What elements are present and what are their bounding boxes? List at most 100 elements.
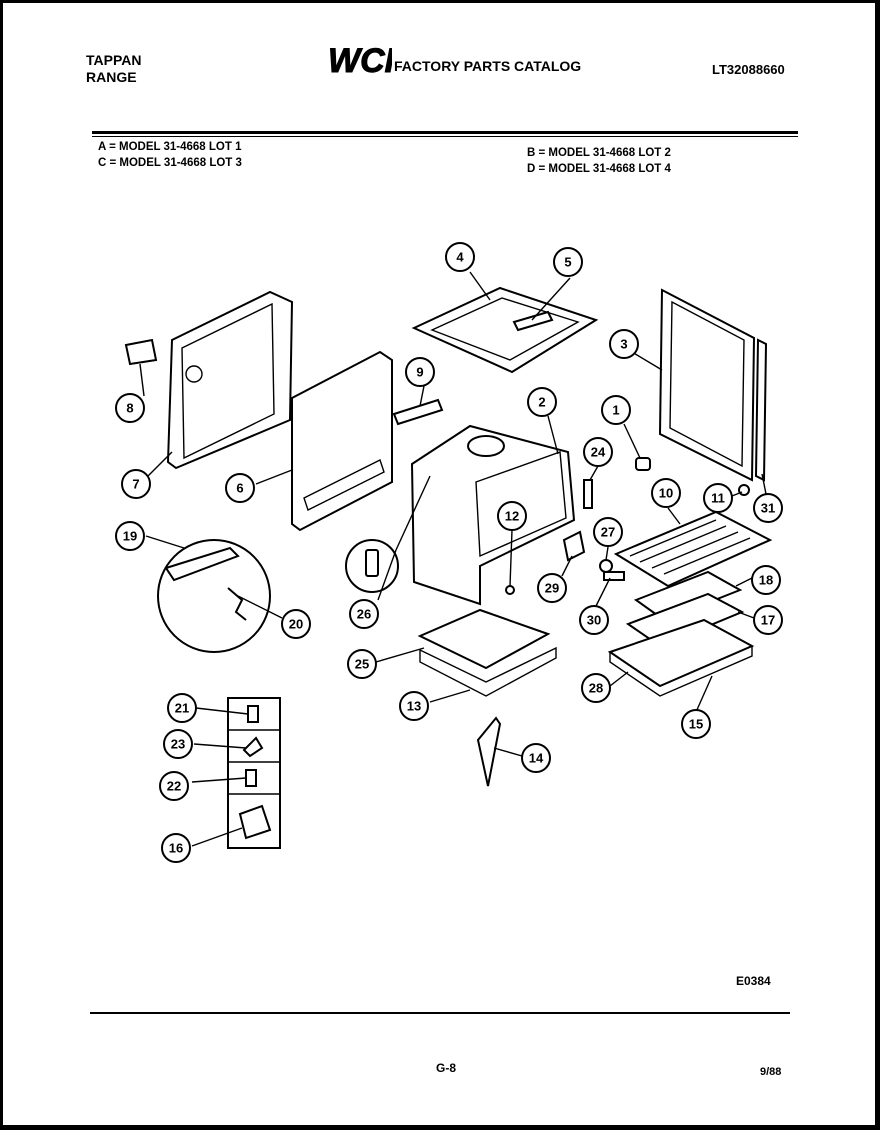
part-15-edge <box>609 646 753 697</box>
part-21-shape <box>247 705 259 723</box>
brand-block: TAPPAN RANGE <box>86 52 141 86</box>
part-22-shape <box>245 769 257 787</box>
svg-text:7: 7 <box>132 477 139 492</box>
part-14-shape <box>476 716 502 787</box>
callout-6: 6 <box>225 473 255 503</box>
callout-30: 30 <box>579 605 609 635</box>
callout-29: 29 <box>537 573 567 603</box>
part-7-inner <box>181 302 275 460</box>
svg-text:22: 22 <box>167 779 181 794</box>
part-13-shape <box>419 646 557 697</box>
callout-21: 21 <box>167 693 197 723</box>
callout-18: 18 <box>751 565 781 595</box>
svg-text:14: 14 <box>529 751 544 766</box>
callout-2: 2 <box>527 387 557 417</box>
svg-text:6: 6 <box>236 481 243 496</box>
header-rule <box>92 131 798 134</box>
callout-7: 7 <box>121 469 151 499</box>
catalog-title: FACTORY PARTS CATALOG <box>394 58 582 74</box>
svg-text:15: 15 <box>689 717 703 732</box>
part-3-shape <box>658 288 756 482</box>
callout-15: 15 <box>681 709 711 739</box>
callout-17: 17 <box>753 605 783 635</box>
callout-8: 8 <box>115 393 145 423</box>
callout-22: 22 <box>159 771 189 801</box>
part-1-shape <box>635 457 651 471</box>
model-b: B = MODEL 31-4668 LOT 2 <box>527 147 671 159</box>
model-a: A = MODEL 31-4668 LOT 1 <box>98 141 242 153</box>
callout-27: 27 <box>593 517 623 547</box>
svg-text:4: 4 <box>456 250 464 265</box>
part-4-inner <box>430 297 580 361</box>
footer-rule <box>90 1012 790 1014</box>
part-9-shape <box>392 398 444 426</box>
part-8-shape <box>124 338 158 366</box>
part-10-shape <box>613 510 773 588</box>
part-29-shape <box>562 530 586 562</box>
callout-5: 5 <box>553 247 583 277</box>
svg-text:9: 9 <box>416 365 423 380</box>
drawing-number: E0384 <box>736 974 771 988</box>
part-24-shape <box>583 479 593 509</box>
svg-text:19: 19 <box>123 529 137 544</box>
part-23-shape <box>242 736 264 758</box>
callout-16: 16 <box>161 833 191 863</box>
callout-20: 20 <box>281 609 311 639</box>
part-6-vent <box>303 459 385 511</box>
callout-9: 9 <box>405 357 435 387</box>
part-20-shape <box>227 587 247 621</box>
svg-text:27: 27 <box>601 525 615 540</box>
model-c: C = MODEL 31-4668 LOT 3 <box>98 157 242 169</box>
part-12-shape <box>505 585 515 595</box>
part-27-shape <box>599 559 613 573</box>
svg-text:16: 16 <box>169 841 183 856</box>
svg-text:17: 17 <box>761 613 775 628</box>
part-2-shape <box>410 424 576 606</box>
callout-28: 28 <box>581 673 611 703</box>
svg-text:21: 21 <box>175 701 189 716</box>
svg-text:25: 25 <box>355 657 369 672</box>
callout-19: 19 <box>115 521 145 551</box>
part-10-grid <box>629 519 751 575</box>
callout-12: 12 <box>497 501 527 531</box>
part-4-shape <box>411 286 599 374</box>
part-30-shape <box>603 571 625 581</box>
part-11-shape <box>738 484 750 496</box>
svg-text:18: 18 <box>759 573 773 588</box>
header-rule-thin <box>92 136 798 137</box>
svg-text:29: 29 <box>545 581 559 596</box>
part-25-shape <box>417 608 551 670</box>
svg-text:26: 26 <box>357 607 371 622</box>
svg-text:1: 1 <box>612 403 619 418</box>
svg-text:8: 8 <box>126 401 133 416</box>
callout-23: 23 <box>163 729 193 759</box>
callout-14: 14 <box>521 743 551 773</box>
callout-4: 4 <box>445 242 475 272</box>
part-16-shape <box>238 804 272 840</box>
svg-text:24: 24 <box>591 445 606 460</box>
product-type: RANGE <box>86 69 137 85</box>
part-31-shape <box>754 338 768 482</box>
brand-name: TAPPAN <box>86 52 142 68</box>
callout-13: 13 <box>399 691 429 721</box>
part-6-shape <box>291 350 393 532</box>
svg-text:20: 20 <box>289 617 303 632</box>
part-7-hole <box>185 365 203 383</box>
part-3-inner <box>669 300 745 468</box>
callout-25: 25 <box>347 649 377 679</box>
part-26-shape <box>365 549 379 577</box>
callout-24: 24 <box>583 437 613 467</box>
wci-logo-text: WCI <box>328 42 392 78</box>
svg-text:11: 11 <box>711 491 725 506</box>
svg-text:28: 28 <box>589 681 603 696</box>
callout-1: 1 <box>601 395 631 425</box>
part-2-burner <box>467 435 505 457</box>
callout-26: 26 <box>349 599 379 629</box>
part-2-opening <box>475 451 567 558</box>
callout-3: 3 <box>609 329 639 359</box>
callout-11: 11 <box>703 483 733 513</box>
svg-text:13: 13 <box>407 699 421 714</box>
svg-text:5: 5 <box>564 255 571 270</box>
